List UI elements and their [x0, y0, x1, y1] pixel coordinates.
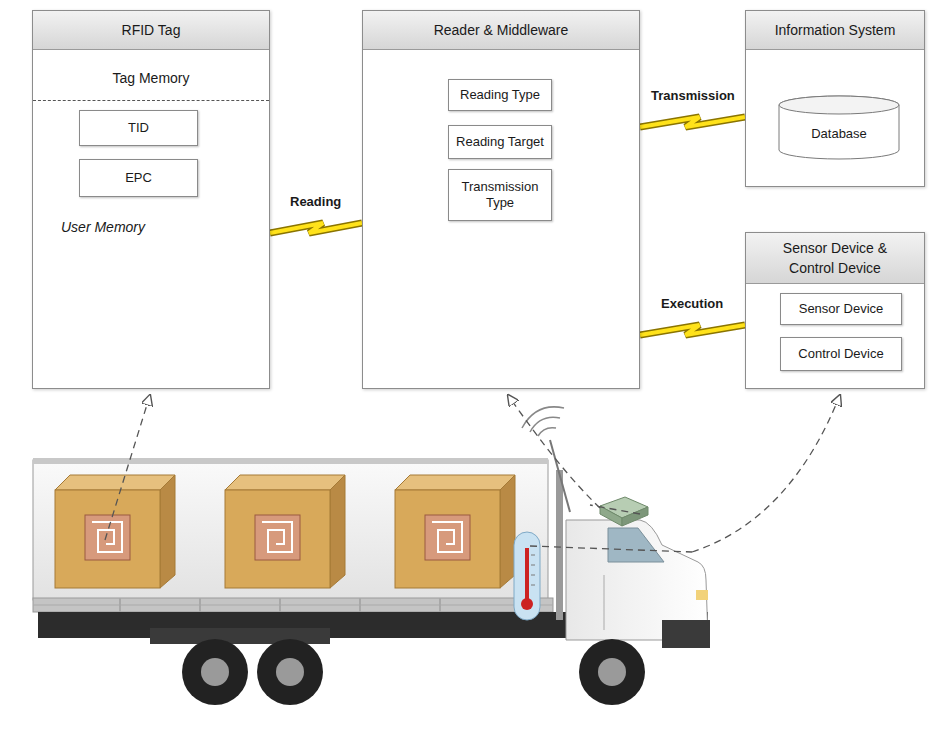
component-box: EPC — [79, 159, 198, 197]
memory-label: User Memory — [33, 217, 269, 237]
wireless-connector — [270, 223, 362, 233]
component-box: TID — [79, 110, 198, 146]
connector-label: Reading — [288, 194, 343, 209]
box-label: Database — [811, 126, 867, 141]
cargo-box — [395, 475, 515, 588]
leader-line — [105, 395, 840, 552]
component-panel: Reader & MiddlewareReading TypeReading T… — [362, 10, 640, 389]
wheels — [182, 639, 645, 705]
database-cylinder: Database — [778, 96, 900, 159]
cargo-box — [55, 475, 175, 588]
thermometer — [514, 532, 540, 620]
wireless-connector — [640, 117, 745, 127]
section-title: Tag Memory — [33, 68, 269, 101]
bolt-outline — [640, 117, 745, 127]
box-label: Reading Target — [456, 134, 544, 150]
box-label: Transmission Type — [455, 179, 545, 211]
component-panel: RFID TagTag MemoryUser Memory TID EPC — [32, 10, 270, 389]
box-label: EPC — [125, 170, 152, 186]
box-label: TID — [128, 120, 149, 136]
panel-title: Reader & Middleware — [363, 11, 639, 50]
connector-label: Transmission — [649, 88, 737, 103]
box-label: Sensor Device — [799, 301, 884, 317]
cylinder-top — [779, 96, 899, 114]
component-box: Reading Type — [448, 79, 552, 111]
trailer — [33, 458, 708, 644]
component-box: Sensor Device — [780, 293, 902, 325]
lightning-link — [640, 325, 745, 335]
bolt-outline — [640, 325, 745, 335]
connector-label: Execution — [659, 296, 725, 311]
panel-title: Information System — [746, 11, 924, 50]
component-panel: Sensor Device & Control DeviceSensor Dev… — [745, 232, 925, 389]
lightning-link — [270, 223, 362, 233]
component-box: Transmission Type — [448, 169, 552, 221]
box-label: Control Device — [798, 346, 883, 362]
cylinder-body — [779, 96, 899, 159]
panel-title: Sensor Device & Control Device — [746, 233, 924, 284]
component-box: Reading Target — [448, 125, 552, 159]
bolt-outline — [270, 223, 362, 233]
panel-title: RFID Tag — [33, 11, 269, 50]
wireless-connector — [640, 325, 745, 335]
component-panel: Information SystemDatabase — [745, 10, 925, 187]
cargo-box — [225, 475, 345, 588]
lightning-link — [640, 117, 745, 127]
component-box: Control Device — [780, 337, 902, 371]
box-label: Reading Type — [460, 87, 540, 103]
rfid-reader-device — [522, 407, 648, 526]
truck-cab — [556, 470, 710, 648]
